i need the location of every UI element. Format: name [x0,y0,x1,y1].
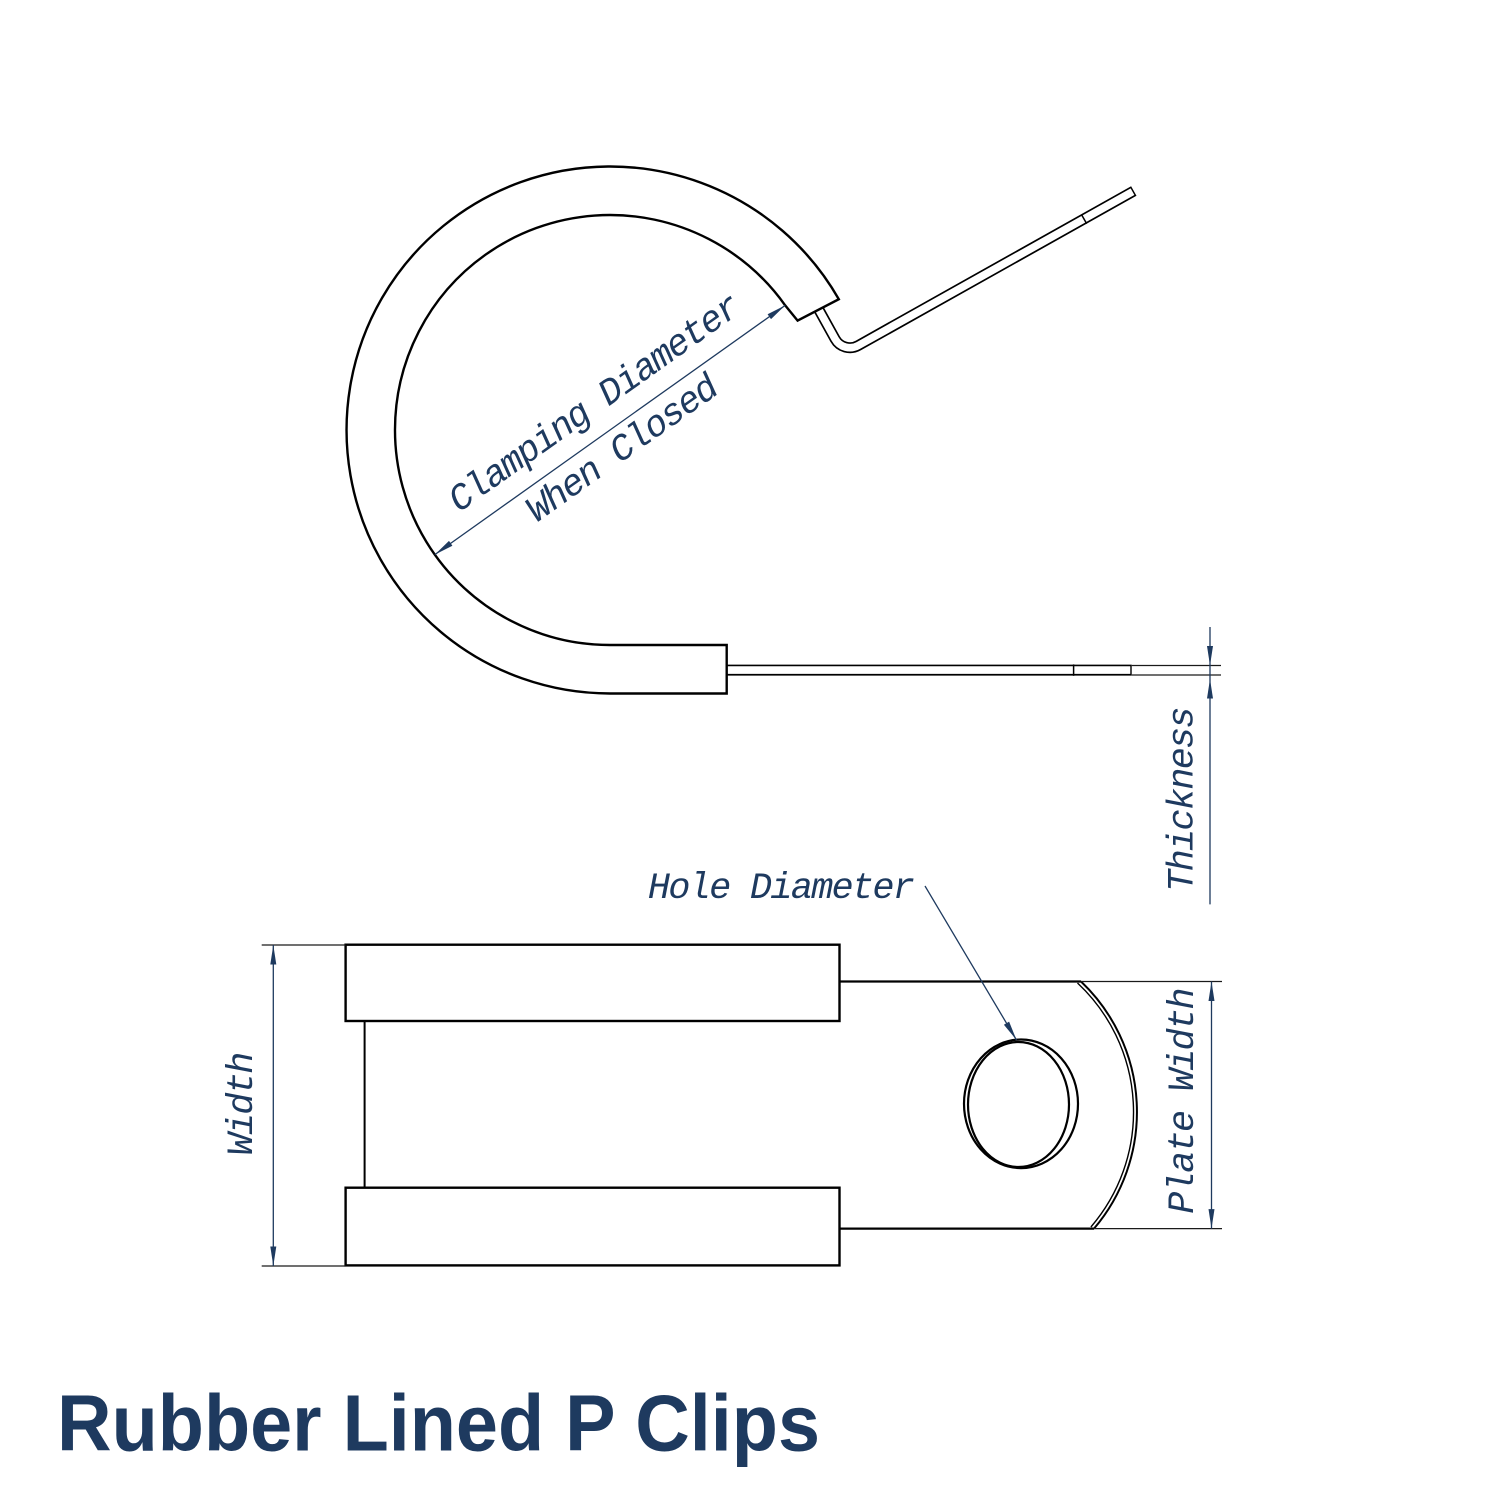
svg-text:Rubber Lined P Clips: Rubber Lined P Clips [57,1379,820,1468]
svg-text:Plate Width: Plate Width [1163,989,1205,1213]
svg-text:Width: Width [222,1053,264,1155]
svg-text:Hole Diameter: Hole Diameter [648,868,914,910]
svg-text:Thickness: Thickness [1163,708,1205,892]
